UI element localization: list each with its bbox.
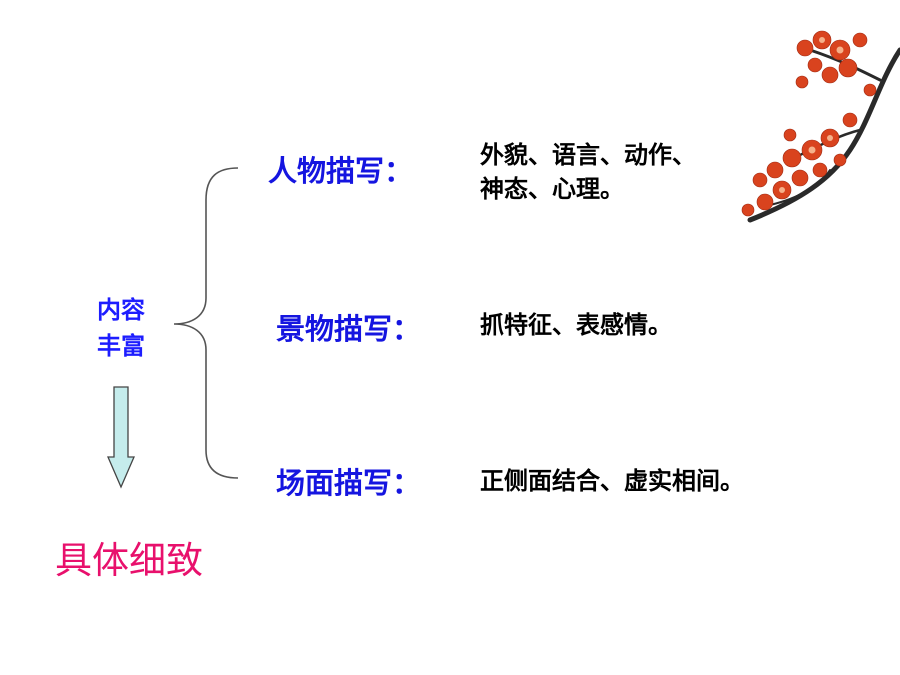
detail-line: 外貌、语言、动作、 bbox=[480, 141, 696, 169]
category-detail-scene: 正侧面结合、虚实相间。 bbox=[480, 464, 744, 498]
root-label-line1: 内容 bbox=[97, 296, 145, 324]
detail-line: 正侧面结合、虚实相间。 bbox=[480, 467, 744, 495]
detail-line: 神态、心理。 bbox=[480, 175, 624, 203]
curly-brace bbox=[173, 167, 239, 479]
category-label-scene: 场面描写： bbox=[276, 466, 422, 500]
root-label-line2: 丰富 bbox=[97, 332, 145, 360]
detail-line: 抓特征、表感情。 bbox=[480, 311, 672, 339]
down-arrow-icon bbox=[107, 386, 135, 489]
root-label: 内容 丰富 bbox=[86, 292, 156, 364]
category-detail-character: 外貌、语言、动作、 神态、心理。 bbox=[480, 138, 696, 206]
result-label: 具体细致 bbox=[55, 539, 203, 582]
plum-blossom-branch-icon bbox=[741, 30, 900, 223]
category-detail-scenery: 抓特征、表感情。 bbox=[480, 308, 672, 342]
category-label-character: 人物描写： bbox=[268, 154, 414, 188]
category-label-scenery: 景物描写： bbox=[276, 312, 422, 346]
